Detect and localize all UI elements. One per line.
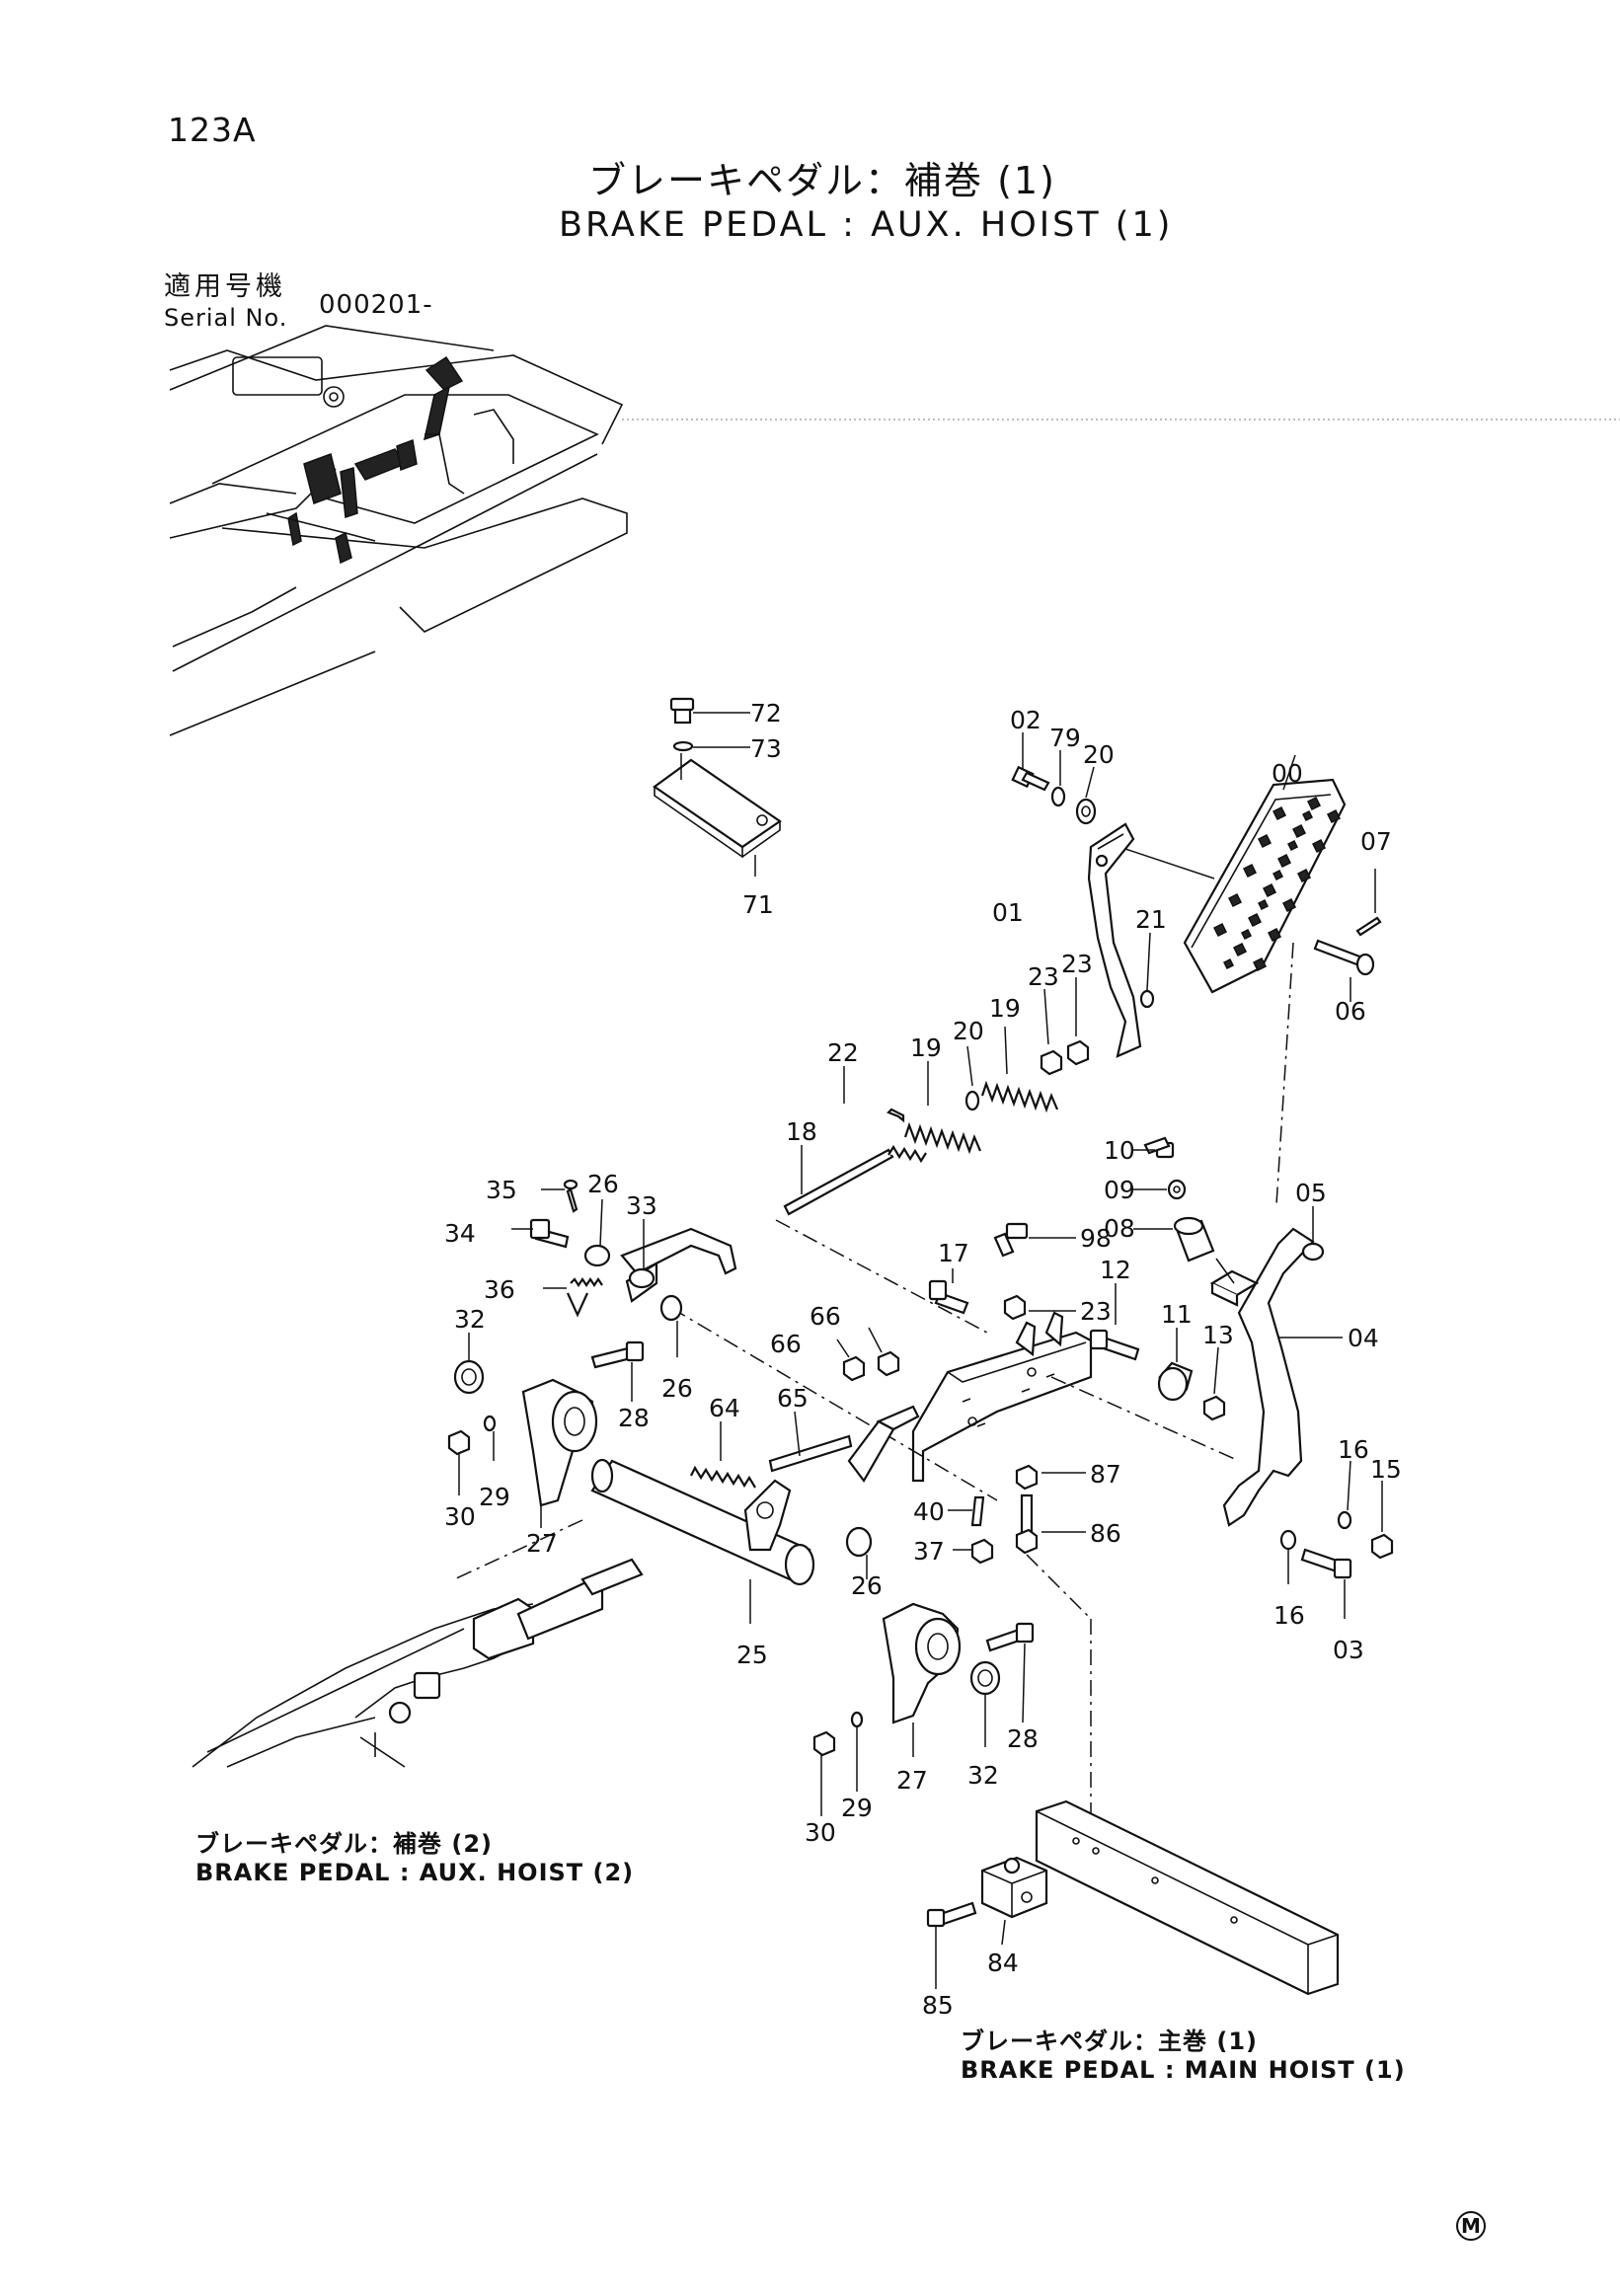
callout: 02 — [1010, 706, 1041, 734]
callout: 25 — [736, 1641, 768, 1669]
callout: 18 — [786, 1117, 817, 1146]
reference-main-hoist-1: BRAKE PEDAL : MAIN HOIST (1) — [961, 2056, 1406, 2084]
left-bearing-group — [447, 1333, 645, 1528]
pedal-assembly — [1011, 732, 1382, 1205]
callout: 79 — [1049, 724, 1081, 752]
callout: 35 — [486, 1176, 517, 1204]
footplate-studs — [1212, 796, 1342, 972]
callout: 34 — [444, 1219, 476, 1248]
adjusting-rod-group — [775, 977, 1090, 1334]
shaft-group — [453, 1405, 1092, 1826]
manufacturer-mark: M — [1456, 2211, 1486, 2241]
callout: 36 — [484, 1275, 515, 1304]
location-overview-sketch — [169, 325, 1620, 736]
callout: 30 — [444, 1502, 476, 1531]
callout: 13 — [1202, 1321, 1234, 1349]
callout: 16 — [1273, 1601, 1305, 1630]
main-bracket-group — [836, 1222, 1240, 1483]
callout: 98 — [1080, 1224, 1112, 1253]
callout: 37 — [913, 1537, 945, 1566]
callout: 26 — [587, 1170, 619, 1198]
reference-main-hoist-1-japanese: ブレーキペダル：主巻 (1) — [961, 2028, 1258, 2055]
callout: 87 — [1090, 1460, 1121, 1489]
callout: 17 — [938, 1239, 969, 1267]
callout: 40 — [913, 1497, 945, 1526]
callout: 01 — [992, 898, 1024, 927]
right-bearing-group — [812, 1602, 1035, 1816]
callout: 66 — [810, 1302, 841, 1331]
callout: 29 — [479, 1483, 510, 1511]
brake-arm-group — [1133, 1136, 1343, 1527]
callout: 20 — [953, 1017, 984, 1045]
page-number: 123A — [168, 111, 257, 149]
callout: 27 — [896, 1766, 928, 1795]
callout: 08 — [1104, 1214, 1135, 1243]
callout: 23 — [1080, 1297, 1112, 1326]
callout: 11 — [1161, 1300, 1193, 1329]
callout: 73 — [750, 734, 782, 763]
callout: 28 — [1007, 1724, 1039, 1753]
callout: 66 — [770, 1330, 802, 1358]
callout: 07 — [1360, 827, 1392, 856]
callout: 65 — [777, 1384, 809, 1413]
callout: 32 — [967, 1761, 999, 1790]
callout: 29 — [841, 1794, 873, 1822]
callout: 26 — [851, 1571, 883, 1600]
callout: 15 — [1370, 1455, 1402, 1484]
lever-group — [511, 1179, 998, 1501]
callout: 23 — [1061, 950, 1093, 978]
callout: 26 — [661, 1374, 693, 1403]
callout: 64 — [709, 1394, 740, 1422]
callout: 32 — [454, 1305, 486, 1334]
callout: 06 — [1335, 997, 1366, 1026]
page-title: BRAKE PEDAL : AUX. HOIST (1) — [559, 205, 1174, 245]
callout: 00 — [1272, 759, 1303, 788]
callout: 03 — [1333, 1636, 1364, 1664]
serial-label: Serial No. — [164, 304, 288, 332]
callout: 22 — [827, 1038, 859, 1067]
callout: 09 — [1104, 1176, 1135, 1204]
callout: 19 — [910, 1033, 942, 1062]
callout: 23 — [1028, 962, 1059, 991]
adjoining-unit-sketch — [192, 1558, 644, 1768]
callout: 84 — [987, 1949, 1019, 1977]
cover-plate-group — [653, 697, 782, 877]
callout: 30 — [805, 1818, 836, 1847]
page-title-japanese: ブレーキペダル：補巻 (1) — [588, 159, 1056, 202]
callout: 27 — [526, 1529, 558, 1558]
callout: 12 — [1100, 1256, 1131, 1284]
serial-number: 000201- — [319, 290, 433, 320]
callout: 20 — [1083, 740, 1115, 769]
callout: 10 — [1104, 1136, 1135, 1165]
callout: 85 — [922, 1991, 954, 2020]
callout: 19 — [989, 994, 1021, 1023]
main-hoist-frame-sketch — [926, 1799, 1340, 1996]
callout: 21 — [1135, 905, 1167, 934]
reference-aux-hoist-2: BRAKE PEDAL : AUX. HOIST (2) — [195, 1859, 635, 1886]
callout: 72 — [750, 699, 782, 727]
serial-label-japanese: 適用号機 — [164, 271, 286, 302]
callout-numbers: 72 73 71 02 79 20 00 07 01 21 06 23 23 1… — [444, 699, 1402, 2020]
callout: 05 — [1295, 1179, 1327, 1207]
callout: 28 — [618, 1404, 650, 1432]
callout: 86 — [1090, 1519, 1121, 1548]
callout: 04 — [1348, 1324, 1379, 1352]
callout: 71 — [742, 890, 774, 919]
callout: 16 — [1338, 1435, 1369, 1464]
reference-aux-hoist-2-japanese: ブレーキペダル：補巻 (2) — [195, 1830, 493, 1858]
callout: 33 — [626, 1191, 657, 1220]
right-end-group — [1279, 1460, 1394, 1619]
